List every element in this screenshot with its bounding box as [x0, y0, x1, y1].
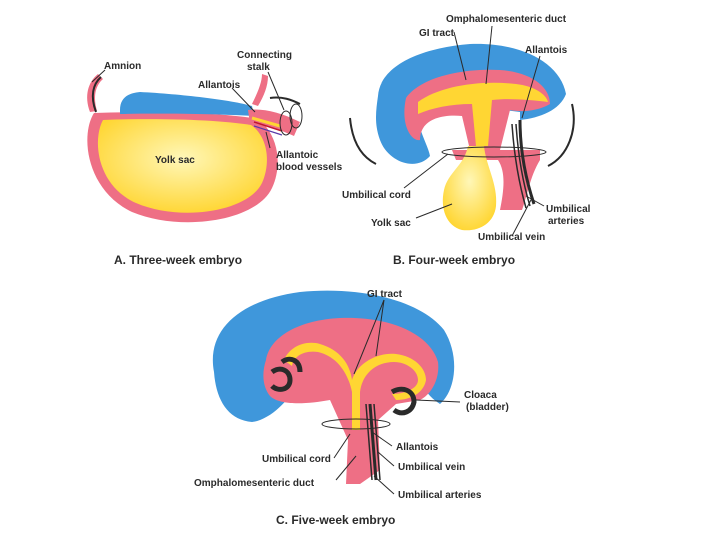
label-c-gi-tract: GI tract — [367, 289, 403, 300]
umbilical-cord-b — [452, 150, 540, 210]
label-b-yolk-sac: Yolk sac — [371, 218, 411, 229]
yolk-sac-b — [442, 146, 497, 231]
label-a-connecting-stalk-2: stalk — [247, 62, 270, 73]
amnion-membrane — [87, 74, 103, 112]
label-b-omphalomesenteric-duct: Omphalomesenteric duct — [446, 14, 567, 25]
panel-a-three-week: Amnion Connecting stalk Allantois Yolk s… — [87, 50, 343, 267]
label-c-umbilical-cord: Umbilical cord — [262, 454, 331, 465]
label-a-connecting-stalk-1: Connecting — [237, 50, 292, 61]
label-a-allantoic-1: Allantoic — [276, 150, 319, 161]
label-c-umbilical-vein: Umbilical vein — [398, 462, 465, 473]
allantois — [251, 116, 281, 128]
allantois-b — [518, 119, 536, 205]
label-a-yolk-sac: Yolk sac — [155, 155, 195, 166]
caption-c: C. Five-week embryo — [276, 513, 395, 527]
label-b-umbilical-vein: Umbilical vein — [478, 232, 545, 243]
caption-b: B. Four-week embryo — [393, 253, 515, 267]
label-b-umbilical-cord: Umbilical cord — [342, 190, 411, 201]
caption-a: A. Three-week embryo — [114, 253, 242, 267]
umbilical-vein-b — [515, 123, 531, 207]
label-b-umbilical-arteries-2: arteries — [548, 216, 585, 227]
gi-tract-c — [284, 342, 426, 430]
label-a-allantois: Allantois — [198, 80, 241, 91]
yolk-sac — [97, 119, 267, 213]
label-c-cloaca-1: Cloaca — [464, 390, 497, 401]
cloaca — [390, 386, 417, 416]
panel-c-five-week: GI tract Cloaca (bladder) Allantois Umbi… — [194, 289, 509, 527]
label-c-cloaca-2: (bladder) — [466, 402, 509, 413]
label-b-gi-tract: GI tract — [419, 28, 455, 39]
label-c-umbilical-arteries: Umbilical arteries — [398, 490, 482, 501]
label-b-allantois: Allantois — [525, 45, 568, 56]
label-a-amnion: Amnion — [104, 61, 141, 72]
umbilical-artery-c — [365, 403, 373, 481]
label-c-allantois: Allantois — [396, 442, 439, 453]
allantoic-artery — [253, 121, 283, 132]
panel-b-four-week: Omphalomesenteric duct GI tract Allantoi… — [342, 14, 591, 267]
label-b-umbilical-arteries-1: Umbilical — [546, 204, 591, 215]
allantoic-vein — [253, 125, 283, 136]
label-a-allantoic-2: blood vessels — [276, 162, 343, 173]
umbilical-artery-b — [511, 123, 527, 209]
umbilical-vein-c — [373, 403, 381, 481]
allantois-c — [368, 403, 378, 481]
label-c-omphalomesenteric-duct: Omphalomesenteric duct — [194, 478, 315, 489]
embryonic-disc — [120, 92, 254, 116]
gi-loops-c — [270, 356, 303, 392]
gi-tract-b — [418, 82, 548, 146]
